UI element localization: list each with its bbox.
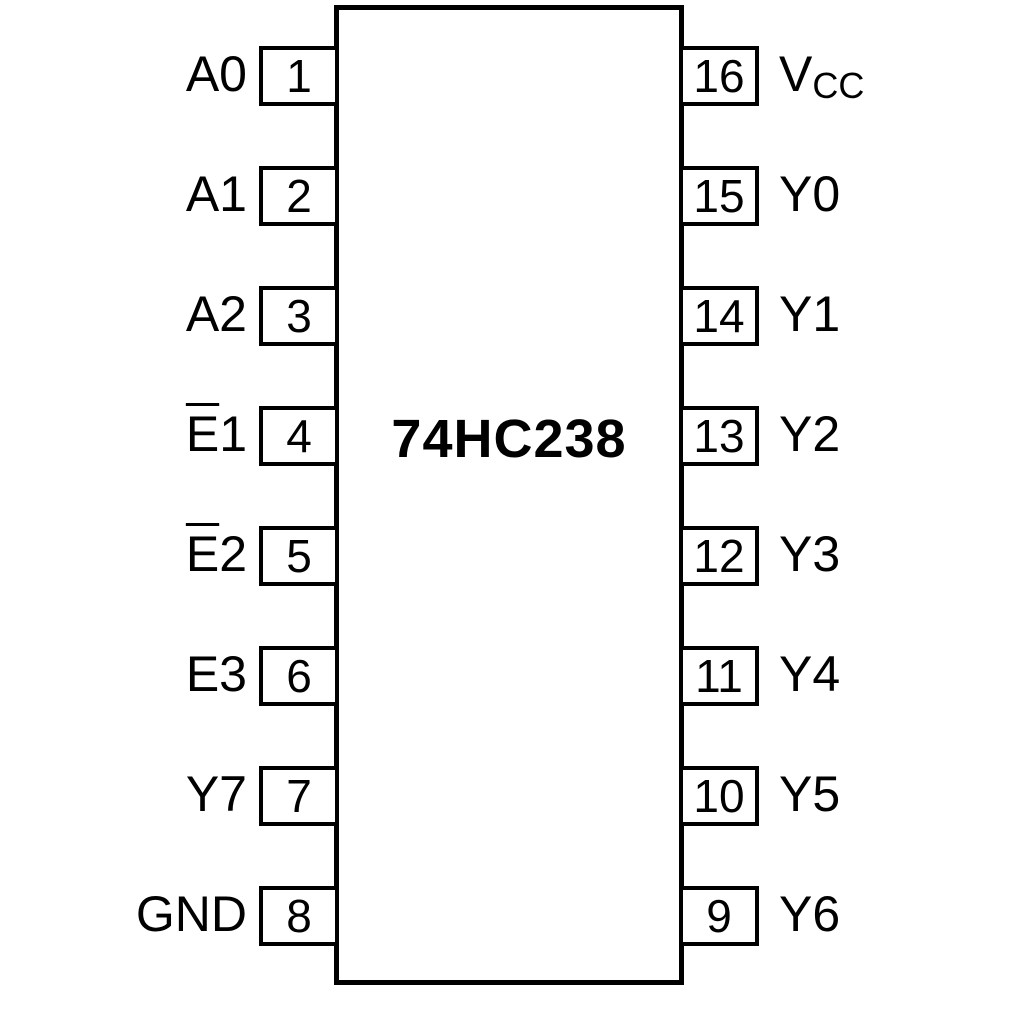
pin-6: E3 6	[0, 646, 339, 706]
pin-number: 8	[286, 890, 312, 942]
pin-label: A2	[186, 289, 247, 344]
pin-label: E1	[186, 409, 247, 464]
pin-number: 7	[286, 770, 312, 822]
pin-label: E2	[186, 529, 247, 584]
pin-label-text: Y0	[779, 165, 841, 222]
pin-number-box: 1	[259, 46, 339, 106]
pin-5: E2 5	[0, 526, 339, 586]
pin-number-box: 8	[259, 886, 339, 946]
pin-label: Y0	[779, 169, 840, 224]
pin-10: 10 Y5	[679, 766, 1024, 826]
pin-label-text: 2	[219, 525, 247, 582]
pin-number: 15	[693, 170, 745, 222]
pin-number-box: 12	[679, 526, 759, 586]
pin-label-overbar: E	[185, 525, 220, 582]
pin-number: 3	[286, 290, 312, 342]
pin-label-text: 1	[219, 405, 247, 462]
pin-3: A2 3	[0, 286, 339, 346]
pin-label: Y7	[186, 769, 247, 824]
pin-number-box: 11	[679, 646, 759, 706]
pin-7: Y7 7	[0, 766, 339, 826]
pin-label: Y2	[779, 409, 840, 464]
pin-11: 11 Y4	[679, 646, 1024, 706]
pin-number-box: 10	[679, 766, 759, 826]
pin-15: 15 Y0	[679, 166, 1024, 226]
pin-number: 11	[695, 650, 743, 702]
pin-label: Y5	[779, 769, 840, 824]
pin-number: 16	[693, 50, 745, 102]
pin-number: 5	[286, 530, 312, 582]
pin-label-overbar: E	[185, 405, 220, 462]
pin-label: Y6	[779, 889, 840, 944]
pin-number-box: 16	[679, 46, 759, 106]
pin-label-text: Y3	[779, 525, 841, 582]
pin-label: Y1	[779, 289, 840, 344]
pin-label-text: A1	[185, 165, 247, 222]
pin-label-text: V	[779, 45, 813, 102]
pin-number-box: 9	[679, 886, 759, 946]
pin-8: GND 8	[0, 886, 339, 946]
pin-number: 9	[706, 890, 732, 942]
pin-label: Y4	[779, 649, 840, 704]
pin-number: 4	[286, 410, 312, 462]
pin-number: 12	[693, 530, 745, 582]
pin-number: 13	[693, 410, 745, 462]
pin-label-text: Y5	[779, 765, 841, 822]
pin-label-subscript: CC	[812, 64, 865, 106]
pin-number: 10	[693, 770, 745, 822]
pin-label: A1	[186, 169, 247, 224]
pin-label-text: Y7	[185, 765, 247, 822]
pin-label-text: Y4	[779, 645, 841, 702]
pin-number-box: 13	[679, 406, 759, 466]
pin-number-box: 15	[679, 166, 759, 226]
pin-number: 2	[286, 170, 312, 222]
pin-label-text: Y6	[779, 885, 841, 942]
pin-label: A0	[186, 49, 247, 104]
pin-label-text: Y1	[779, 285, 841, 342]
pin-13: 13 Y2	[679, 406, 1024, 466]
pin-number-box: 2	[259, 166, 339, 226]
pin-label-text: GND	[135, 885, 247, 942]
ic-body: 74HC238	[334, 5, 684, 985]
pin-number-box: 14	[679, 286, 759, 346]
pin-label-text: A0	[185, 45, 247, 102]
pin-label: GND	[136, 889, 247, 944]
pin-16: 16 VCC	[679, 46, 1024, 106]
pin-number-box: 3	[259, 286, 339, 346]
pin-label: Y3	[779, 529, 840, 584]
pin-2: A1 2	[0, 166, 339, 226]
pin-9: 9 Y6	[679, 886, 1024, 946]
pin-number-box: 7	[259, 766, 339, 826]
pin-4: E1 4	[0, 406, 339, 466]
pin-number-box: 5	[259, 526, 339, 586]
pin-number-box: 4	[259, 406, 339, 466]
pin-label-text: Y2	[779, 405, 841, 462]
pin-label: E3	[186, 649, 247, 704]
pin-number: 6	[286, 650, 312, 702]
pin-12: 12 Y3	[679, 526, 1024, 586]
pin-label-text: E3	[185, 645, 247, 702]
pin-number-box: 6	[259, 646, 339, 706]
pin-label: VCC	[779, 49, 864, 104]
pin-label-text: A2	[185, 285, 247, 342]
pin-number: 1	[286, 50, 312, 102]
ic-part-number: 74HC238	[391, 409, 627, 469]
pin-number: 14	[693, 290, 745, 342]
pin-14: 14 Y1	[679, 286, 1024, 346]
pin-1: A0 1	[0, 46, 339, 106]
